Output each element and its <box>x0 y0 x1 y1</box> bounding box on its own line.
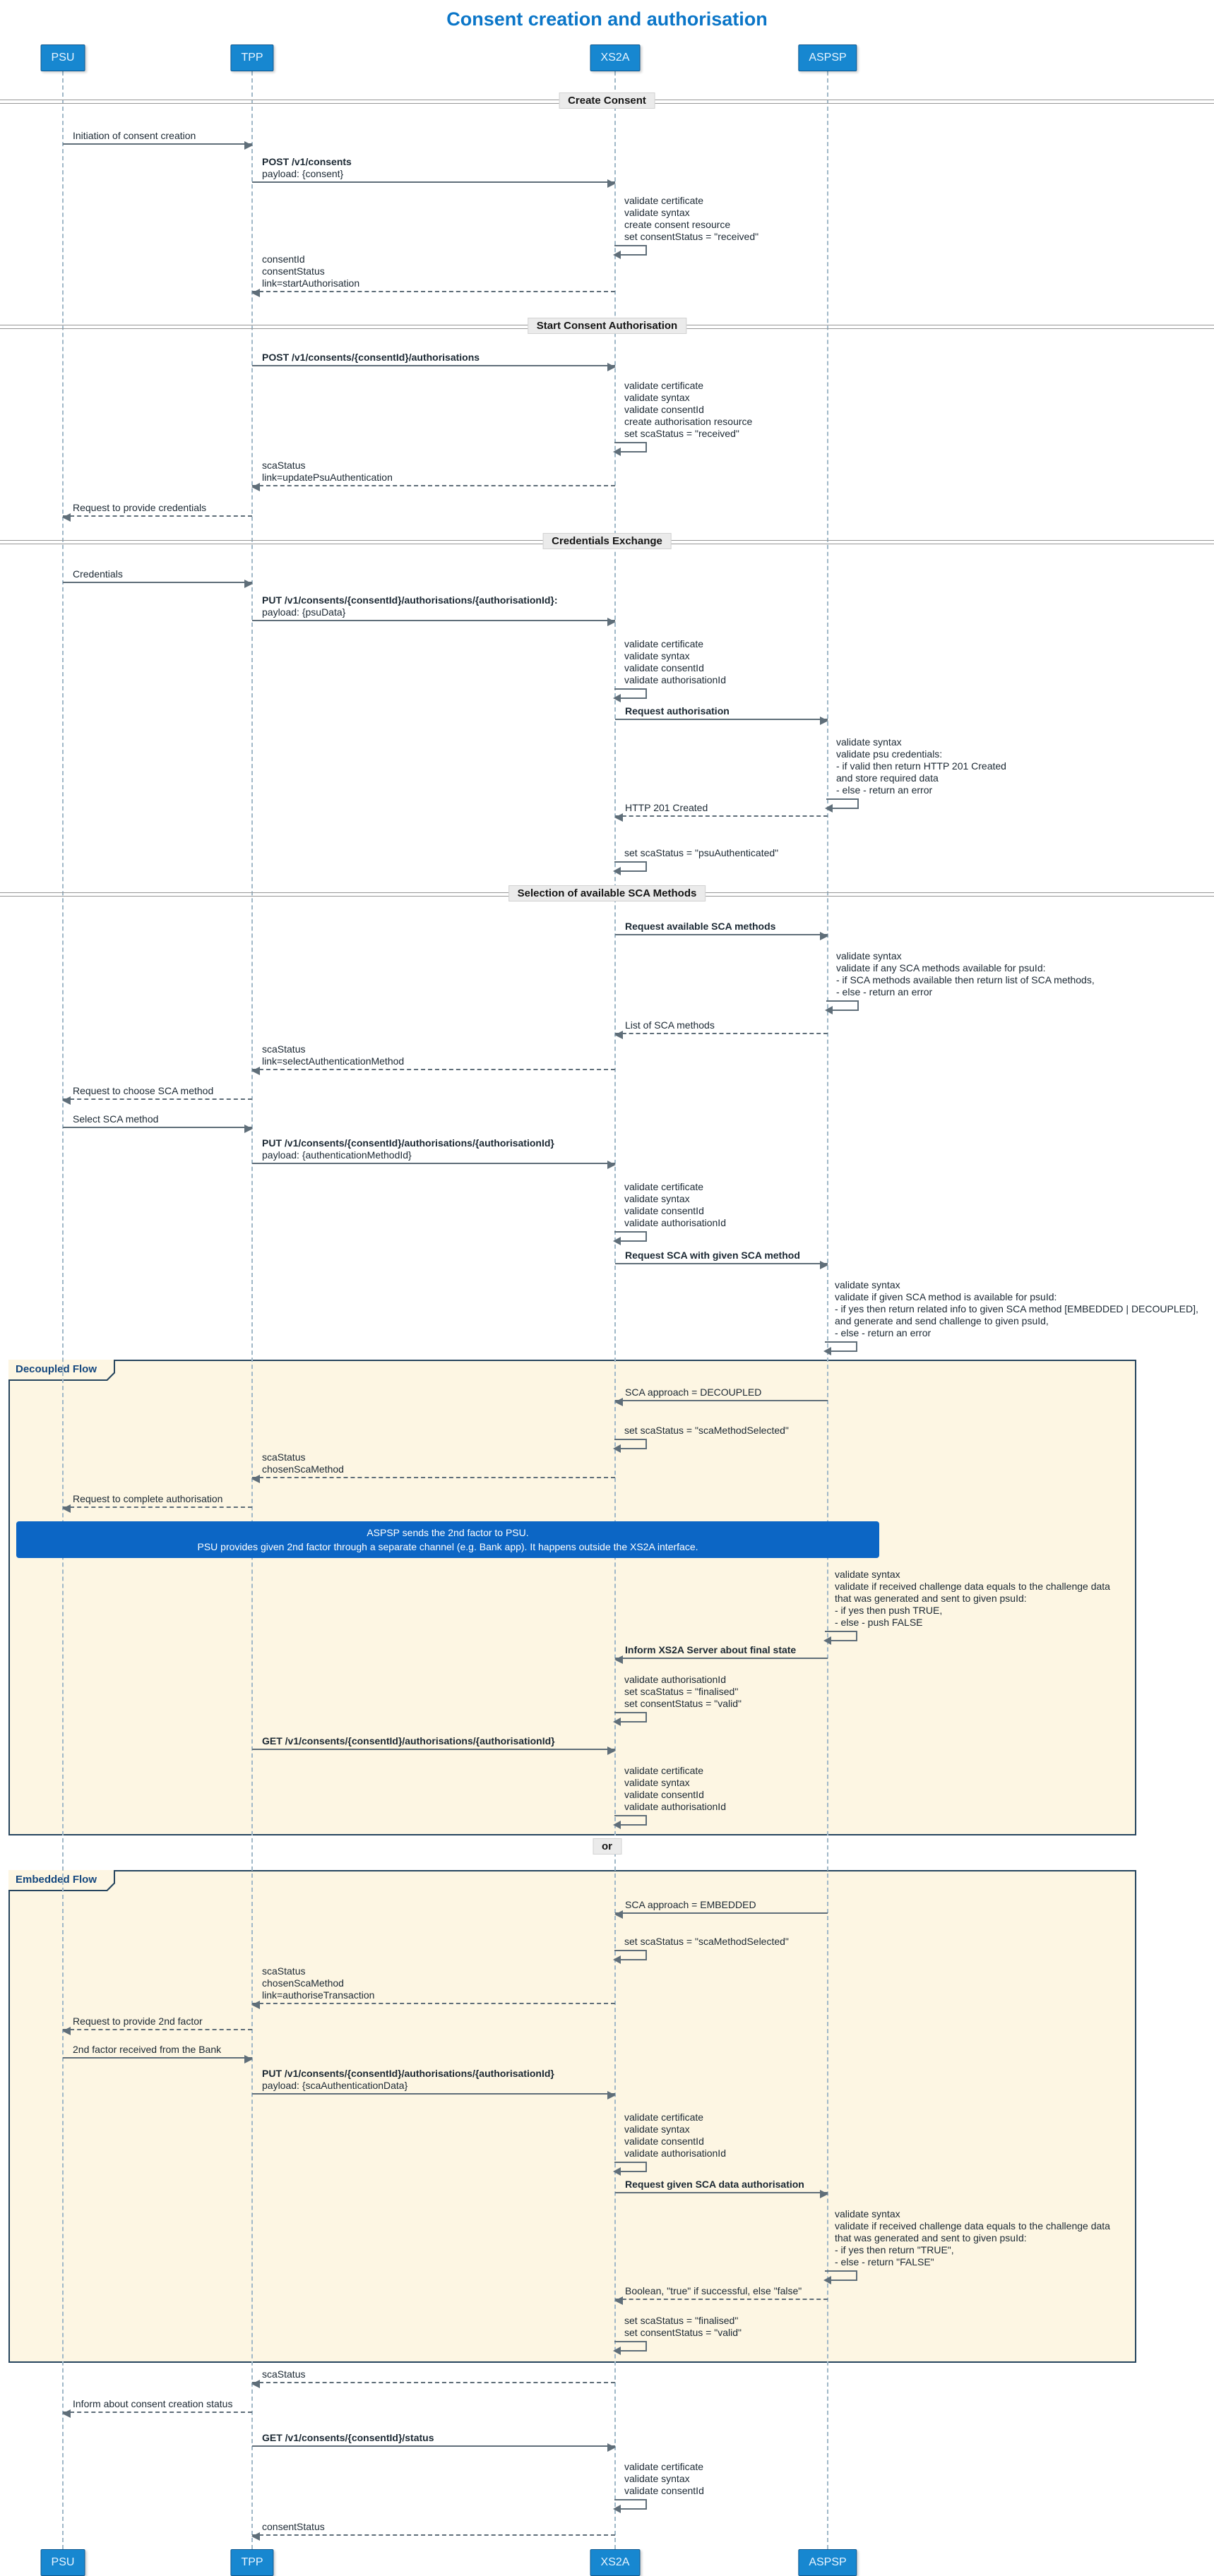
message-put-method-id: PUT /v1/consents/{consentId}/authorisati… <box>252 1137 616 1169</box>
note-2nd-factor: ASPSP sends the 2nd factor to PSU. PSU p… <box>16 1521 879 1558</box>
self-arrow-icon <box>613 1439 647 1453</box>
message-sca-status-select-method: scaStatus link=selectAuthenticationMetho… <box>251 1043 615 1075</box>
message-boolean-result: Boolean, "true" if successful, else "fal… <box>614 2285 828 2305</box>
self-arrow-icon <box>613 688 647 702</box>
message-initiation: Initiation of consent creation <box>63 130 253 150</box>
participant-aspsp-bottom: ASPSP <box>798 2549 857 2576</box>
self-arrow-icon <box>613 861 647 875</box>
participant-xs2a-bottom: XS2A <box>590 2549 641 2576</box>
participant-psu-bottom: PSU <box>40 2549 85 2576</box>
message-request-authorisation: Request authorisation <box>615 705 828 725</box>
or-label: or <box>593 1838 621 1855</box>
self-message-validate-auth-ids-4: validate certificate validate syntax val… <box>613 2111 726 2176</box>
divider-or: or <box>0 1838 1214 1857</box>
lifeline-aspsp <box>827 71 828 2549</box>
lifeline-psu <box>62 71 64 2549</box>
section-divider-sca-selection: Selection of available SCA Methods <box>0 885 1214 904</box>
self-message-validate-psu-credentials: validate syntax validate psu credentials… <box>825 736 1006 813</box>
message-request-choose-sca: Request to choose SCA method <box>62 1085 252 1105</box>
self-arrow-icon <box>825 1000 859 1014</box>
section-label: Credentials Exchange <box>542 533 672 549</box>
section-divider-create-consent: Create Consent <box>0 92 1214 111</box>
self-arrow-icon <box>823 1341 857 1355</box>
self-message-validate-auth-ids-1: validate certificate validate syntax val… <box>613 638 726 702</box>
frame-decoupled-tab: Decoupled Flow <box>8 1360 115 1381</box>
message-request-complete-auth: Request to complete authorisation <box>62 1493 252 1513</box>
message-auth-created: scaStatus link=updatePsuAuthentication <box>251 460 615 491</box>
self-message-finalise-embedded: set scaStatus = "finalised" set consentS… <box>613 2315 742 2355</box>
self-message-validate-auth-ids-2: validate certificate validate syntax val… <box>613 1181 726 1245</box>
message-post-authorisations: POST /v1/consents/{consentId}/authorisat… <box>252 352 616 371</box>
frame-embedded-label: Embedded Flow <box>8 1870 114 1890</box>
self-message-set-method-selected-1: set scaStatus = "scaMethodSelected" <box>613 1425 789 1453</box>
frame-embedded-flow: Embedded Flow <box>8 1870 1136 2363</box>
self-message-validate-sca-methods: validate syntax validate if any SCA meth… <box>825 950 1095 1014</box>
message-sca-status-final: scaStatus <box>251 2368 615 2388</box>
lifeline-xs2a <box>614 71 616 2549</box>
message-request-sca-methods: Request available SCA methods <box>615 921 828 940</box>
self-arrow-icon <box>613 1231 647 1245</box>
self-message-validate-given-method: validate syntax validate if given SCA me… <box>823 1279 1198 1355</box>
frame-decoupled-flow: Decoupled Flow <box>8 1360 1136 1835</box>
section-label: Start Consent Authorisation <box>527 318 687 334</box>
message-list-sca-methods: List of SCA methods <box>614 1019 828 1039</box>
message-put-sca-data: PUT /v1/consents/{consentId}/authorisati… <box>252 2068 616 2099</box>
message-request-2nd-factor: Request to provide 2nd factor <box>62 2015 252 2035</box>
message-inform-status: Inform about consent creation status <box>62 2398 252 2418</box>
self-message-validate-challenge-push: validate syntax validate if received cha… <box>823 1569 1110 1645</box>
self-arrow-icon <box>613 442 647 456</box>
message-credentials: Credentials <box>63 568 253 588</box>
section-divider-credentials-exchange: Credentials Exchange <box>0 533 1214 551</box>
participant-xs2a-top: XS2A <box>590 44 641 71</box>
message-sca-status-chosen: scaStatus chosenScaMethod <box>251 1451 615 1483</box>
self-message-validate-consent-id: validate certificate validate syntax val… <box>613 2461 704 2513</box>
self-message-finalise-decoupled: validate authorisationId set scaStatus =… <box>613 1674 742 1726</box>
participant-tpp-top: TPP <box>230 44 274 71</box>
message-sca-decoupled: SCA approach = DECOUPLED <box>614 1386 828 1406</box>
message-request-credentials: Request to provide credentials <box>62 502 252 522</box>
self-message-validate-challenge-return: validate syntax validate if received cha… <box>823 2208 1110 2284</box>
self-arrow-icon <box>613 1815 647 1829</box>
self-arrow-icon <box>825 798 859 813</box>
self-message-set-psu-authenticated: set scaStatus = "psuAuthenticated" <box>613 847 778 875</box>
message-get-authorisation: GET /v1/consents/{consentId}/authorisati… <box>252 1735 616 1755</box>
message-put-psu-data: PUT /v1/consents/{consentId}/authorisati… <box>252 594 616 626</box>
lifeline-tpp <box>251 71 253 2549</box>
self-arrow-icon <box>613 2162 647 2176</box>
self-message-validate-create-consent: validate certificate validate syntax cre… <box>613 195 758 259</box>
message-sca-embedded: SCA approach = EMBEDDED <box>614 1899 828 1919</box>
frame-decoupled-label: Decoupled Flow <box>8 1360 114 1379</box>
message-request-sca-given-method: Request SCA with given SCA method <box>615 1250 828 1269</box>
self-arrow-icon <box>823 2270 857 2284</box>
message-get-status: GET /v1/consents/{consentId}/status <box>252 2432 616 2452</box>
section-label: Create Consent <box>559 92 655 109</box>
message-request-sca-data-auth: Request given SCA data authorisation <box>615 2179 828 2198</box>
self-arrow-icon <box>613 245 647 259</box>
self-message-validate-create-authorisation: validate certificate validate syntax val… <box>613 380 752 456</box>
message-consent-created: consentId consentStatus link=startAuthor… <box>251 253 615 297</box>
message-sca-status-chosen-link: scaStatus chosenScaMethod link=authorise… <box>251 1965 615 2009</box>
frame-embedded-tab: Embedded Flow <box>8 1870 115 1891</box>
participant-aspsp-top: ASPSP <box>798 44 857 71</box>
self-message-validate-auth-ids-3: validate certificate validate syntax val… <box>613 1765 726 1829</box>
self-arrow-icon <box>613 1712 647 1726</box>
self-message-set-method-selected-2: set scaStatus = "scaMethodSelected" <box>613 1936 789 1964</box>
message-http-201: HTTP 201 Created <box>614 802 828 822</box>
self-arrow-icon <box>823 1631 857 1645</box>
self-arrow-icon <box>613 2341 647 2355</box>
message-select-sca-method: Select SCA method <box>63 1113 253 1133</box>
self-arrow-icon <box>613 2499 647 2513</box>
self-arrow-icon <box>613 1950 647 1964</box>
message-consent-status: consentStatus <box>251 2521 615 2541</box>
message-inform-final-state: Inform XS2A Server about final state <box>614 1644 828 1664</box>
section-divider-start-authorisation: Start Consent Authorisation <box>0 318 1214 336</box>
participant-tpp-bottom: TPP <box>230 2549 274 2576</box>
message-factor-received: 2nd factor received from the Bank <box>63 2044 253 2063</box>
diagram-title: Consent creation and authorisation <box>446 8 768 30</box>
participant-psu-top: PSU <box>40 44 85 71</box>
section-label: Selection of available SCA Methods <box>508 885 706 901</box>
